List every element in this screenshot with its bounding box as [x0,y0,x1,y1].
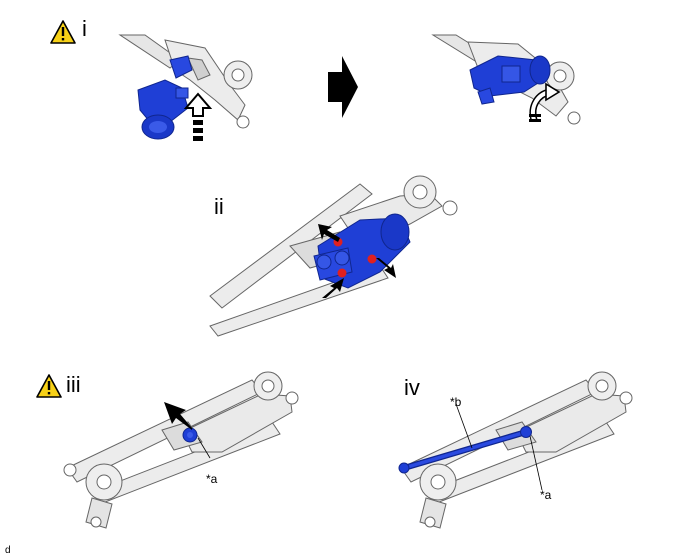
wiper-linkage-step-iii [63,371,299,529]
bolt-arrow-icon [322,278,344,298]
warning-icon-step-iii [36,374,62,398]
up-arrow-icon [183,92,213,141]
callout-a-step-iv: *a [540,488,552,502]
step-label-iii: iii [66,372,81,397]
wiper-linkage-step-ii [209,175,458,337]
bolt-arrow-icon [376,258,396,278]
next-step-arrow-icon [328,56,358,118]
wiper-linkage-step-iv [398,371,633,529]
callout-b-step-iv: *b [450,395,462,409]
pivot-arrow-icon [164,402,192,430]
step-label-i: i [82,16,87,41]
bolt-arrow-icon [318,224,340,242]
callout-a-step-iii: *a [206,472,218,486]
wiper-linkage-step-i-before [118,34,253,140]
figure-footer-code: d [5,545,11,556]
rotate-arrow-icon [529,82,561,122]
warning-icon-step-i [50,20,76,44]
step-label-iv: iv [404,375,420,400]
wiper-linkage-step-i-after [431,34,581,125]
step-label-ii: ii [214,194,224,219]
